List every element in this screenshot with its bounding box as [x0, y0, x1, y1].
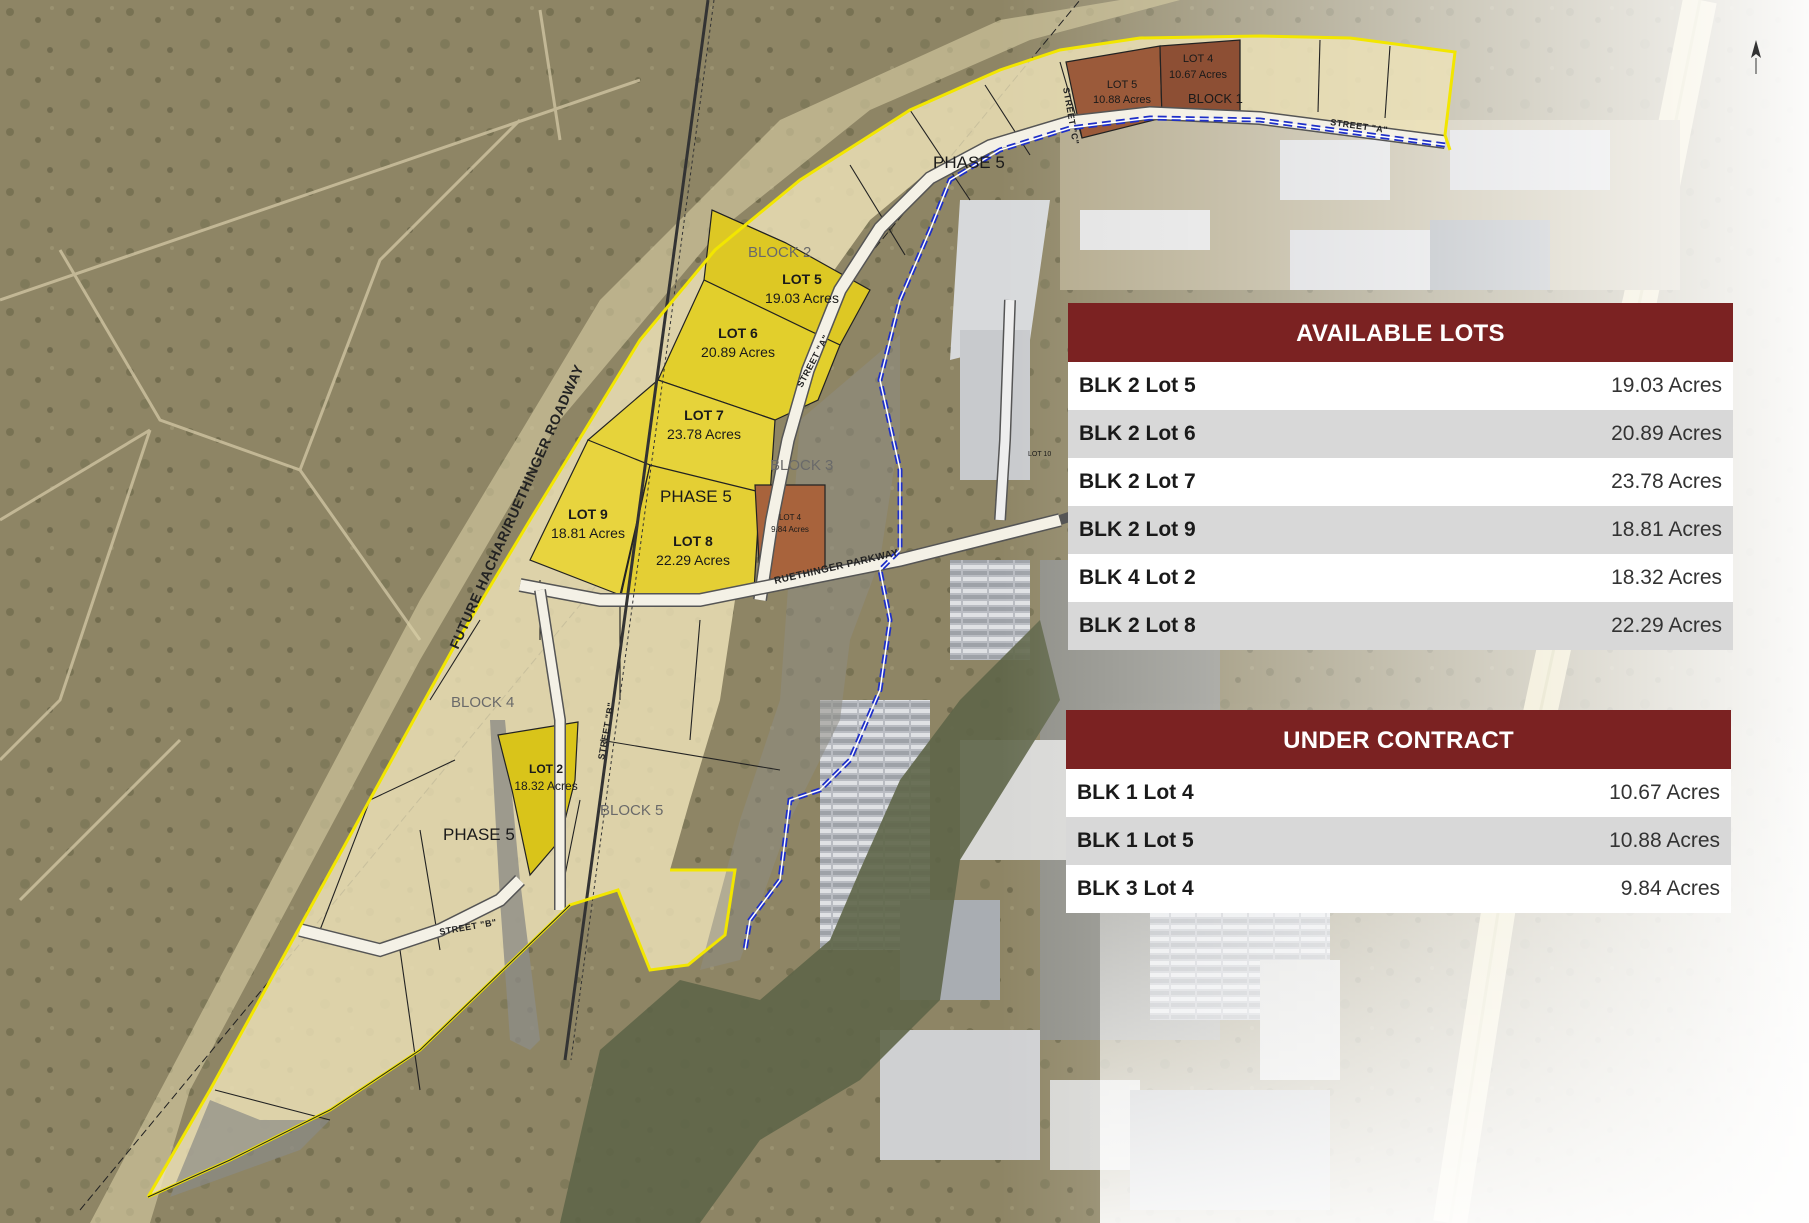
table-row[interactable]: BLK 2 Lot 6 20.89 Acres — [1068, 410, 1733, 458]
block-label-4: BLOCK 4 — [451, 694, 514, 711]
drainage-channel-3 — [700, 335, 900, 970]
table-row[interactable]: BLK 1 Lot 5 10.88 Acres — [1066, 817, 1731, 865]
railroad — [563, 0, 715, 1061]
under-contract-panel: UNDER CONTRACT BLK 1 Lot 4 10.67 Acres B… — [1066, 710, 1731, 913]
block-label-3: BLOCK 3 — [770, 457, 833, 474]
creek-vegetation — [560, 620, 1060, 1223]
internal-streets — [298, 105, 1446, 958]
lot-acres: 10.67 Acres — [1609, 781, 1720, 804]
lot-label-blk2-lot7: LOT 7 — [684, 407, 724, 423]
lot-acres: 18.81 Acres — [1611, 518, 1722, 541]
phase-label-south: PHASE 5 — [443, 825, 515, 844]
lot-name: BLK 4 Lot 2 — [1079, 566, 1196, 589]
lot-acres: 19.03 Acres — [1611, 374, 1722, 397]
table-row[interactable]: BLK 2 Lot 5 19.03 Acres — [1068, 362, 1733, 410]
lot-acres-blk2-lot9: 18.81 Acres — [551, 525, 625, 541]
lot-name: BLK 2 Lot 7 — [1079, 470, 1196, 493]
dirt-trails — [0, 9, 641, 902]
lot-label-blk2-lot8: LOT 8 — [673, 533, 713, 549]
phase-label-north: PHASE 5 — [933, 153, 1005, 172]
north-arrow-icon — [1751, 40, 1761, 74]
table-row[interactable]: BLK 3 Lot 4 9.84 Acres — [1066, 865, 1731, 913]
available-lots-panel: AVAILABLE LOTS BLK 2 Lot 5 19.03 Acres B… — [1068, 303, 1733, 650]
lot-label-blk2-lot9: LOT 9 — [568, 506, 608, 522]
lot-acres-blk2-lot7: 23.78 Acres — [667, 426, 741, 442]
lot-acres-blk2-lot6: 20.89 Acres — [701, 344, 775, 360]
block-label-1: BLOCK 1 — [1188, 91, 1243, 106]
table-row[interactable]: BLK 1 Lot 4 10.67 Acres — [1066, 769, 1731, 817]
lot-label-blk3-lot4: LOT 4 — [779, 513, 802, 522]
lot-label-blk4-lot2: LOT 2 — [529, 762, 563, 776]
lot-label-blk2-lot6: LOT 6 — [718, 325, 758, 341]
table-row[interactable]: BLK 2 Lot 7 23.78 Acres — [1068, 458, 1733, 506]
lot-acres: 18.32 Acres — [1611, 566, 1722, 589]
lot-name: BLK 2 Lot 8 — [1079, 614, 1196, 637]
lot-name: BLK 2 Lot 5 — [1079, 374, 1196, 397]
lot-acres-blk1-lot4: 10.67 Acres — [1169, 69, 1228, 81]
lot-lines — [214, 39, 1391, 1121]
available-lots-title: AVAILABLE LOTS — [1068, 303, 1733, 362]
lot-acres: 20.89 Acres — [1611, 422, 1722, 445]
table-row[interactable]: BLK 2 Lot 9 18.81 Acres — [1068, 506, 1733, 554]
lot-acres: 22.29 Acres — [1611, 614, 1722, 637]
lot-name: BLK 2 Lot 6 — [1079, 422, 1196, 445]
under-contract-title: UNDER CONTRACT — [1066, 710, 1731, 769]
lot-acres-blk3-lot4: 9.84 Acres — [771, 525, 809, 534]
block-label-5: BLOCK 5 — [600, 802, 663, 819]
lot-acres-blk2-lot8: 22.29 Acres — [656, 552, 730, 568]
lot-name: BLK 1 Lot 4 — [1077, 781, 1194, 804]
lot-label-blk1-lot5: LOT 5 — [1107, 79, 1137, 91]
lot-acres: 10.88 Acres — [1609, 829, 1720, 852]
lot-label-blk2-lot5: LOT 5 — [782, 271, 822, 287]
lot-acres: 9.84 Acres — [1620, 877, 1720, 900]
lot-acres: 23.78 Acres — [1611, 470, 1722, 493]
phase-label-middle: PHASE 5 — [660, 487, 732, 506]
lot-acres-blk2-lot5: 19.03 Acres — [765, 290, 839, 306]
table-row[interactable]: BLK 4 Lot 2 18.32 Acres — [1068, 554, 1733, 602]
table-row[interactable]: BLK 2 Lot 8 22.29 Acres — [1068, 602, 1733, 650]
lot-name: BLK 2 Lot 9 — [1079, 518, 1196, 541]
block-label-2: BLOCK 2 — [748, 244, 811, 261]
lot-acres-blk4-lot2: 18.32 Acres — [514, 779, 577, 793]
lot-name: BLK 1 Lot 5 — [1077, 829, 1194, 852]
lot-label-blk1-lot4: LOT 4 — [1183, 53, 1213, 65]
lot-10-label: LOT 10 — [1028, 451, 1051, 458]
lot-acres-blk1-lot5: 10.88 Acres — [1093, 94, 1152, 106]
lot-name: BLK 3 Lot 4 — [1077, 877, 1194, 900]
